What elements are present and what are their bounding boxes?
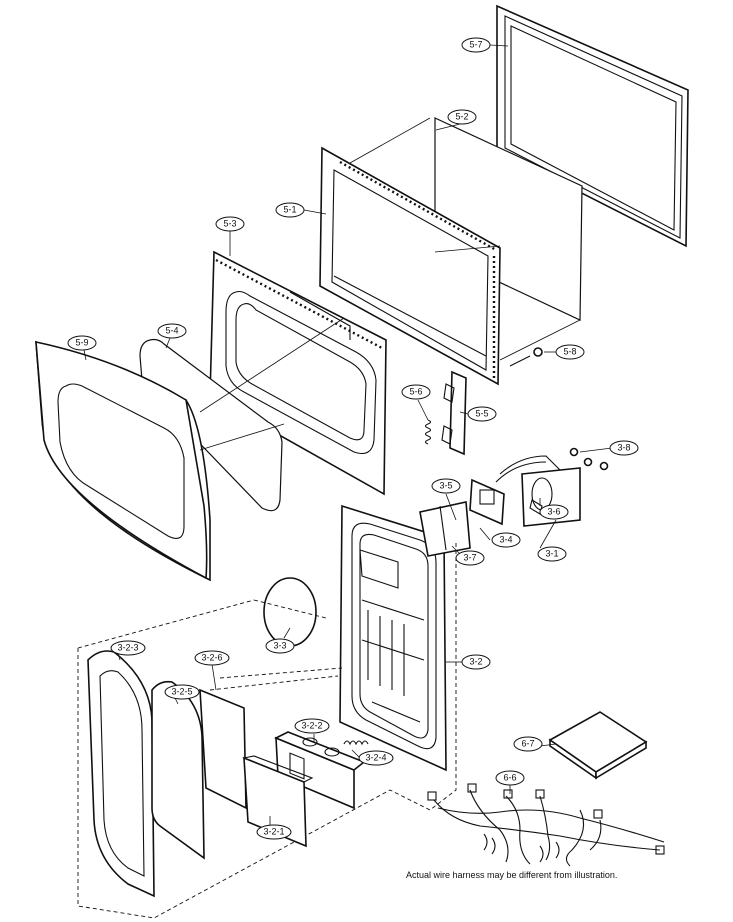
callout-tag-3-7: 3-7 <box>455 550 485 566</box>
svg-text:5-4: 5-4 <box>165 325 178 335</box>
part-3-2-1-button <box>242 755 314 848</box>
svg-text:5-6: 5-6 <box>409 386 422 396</box>
svg-text:5-5: 5-5 <box>475 408 488 418</box>
callout-tag-5-2: 5-2 <box>447 109 477 125</box>
svg-text:3-2-6: 3-2-6 <box>201 652 222 662</box>
svg-text:5-3: 5-3 <box>223 218 236 228</box>
callout-leaders <box>83 44 613 832</box>
callout-tag-3-2: 3-2 <box>461 654 491 670</box>
svg-text:6-6: 6-6 <box>503 772 516 782</box>
svg-text:3-6: 3-6 <box>547 506 560 516</box>
callout-tag-3-2-6: 3-2-6 <box>194 650 230 666</box>
callout-tag-5-6: 5-6 <box>401 384 431 400</box>
svg-text:5-9: 5-9 <box>75 337 88 347</box>
svg-text:3-8: 3-8 <box>617 442 630 452</box>
callout-tag-5-3: 5-3 <box>215 216 245 232</box>
part-5-3-door-panel <box>209 250 387 496</box>
svg-text:5-1: 5-1 <box>283 204 296 214</box>
svg-text:3-2-5: 3-2-5 <box>171 686 192 696</box>
svg-text:3-3: 3-3 <box>273 640 286 650</box>
svg-text:3-2-1: 3-2-1 <box>263 826 284 836</box>
svg-text:6-7: 6-7 <box>521 738 534 748</box>
part-3-8-screws <box>569 447 609 471</box>
callout-tag-3-2-5: 3-2-5 <box>164 684 200 700</box>
callout-tag-3-3: 3-3 <box>265 638 295 654</box>
svg-text:3-2: 3-2 <box>469 656 482 666</box>
callout-tag-3-2-2: 3-2-2 <box>294 718 330 734</box>
part-5-8-screw <box>509 347 543 367</box>
part-6-6-wire-harness <box>427 783 665 867</box>
callout-tag-5-4: 5-4 <box>157 323 187 339</box>
part-5-4-glass <box>139 338 283 512</box>
svg-text:3-5: 3-5 <box>439 480 452 490</box>
part-5-7-frame <box>496 4 689 248</box>
callout-tag-3-4: 3-4 <box>491 532 521 548</box>
svg-text:5-8: 5-8 <box>563 346 576 356</box>
svg-text:3-2-2: 3-2-2 <box>301 720 322 730</box>
part-3-4-switch <box>469 478 505 526</box>
callout-tag-3-6: 3-6 <box>539 504 569 520</box>
assembly-dashed-outline <box>77 542 457 919</box>
callout-tag-5-8: 5-8 <box>555 344 585 360</box>
wire-harness-note: Actual wire harness may be different fro… <box>406 870 617 880</box>
callout-tag-6-7: 6-7 <box>513 736 543 752</box>
svg-text:3-4: 3-4 <box>499 534 512 544</box>
part-3-1-motor <box>495 455 581 527</box>
part-5-6-spring <box>424 419 432 445</box>
svg-text:3-7: 3-7 <box>463 552 476 562</box>
callout-tag-5-7: 5-7 <box>461 37 491 53</box>
svg-text:5-2: 5-2 <box>455 111 468 121</box>
callout-tag-3-8: 3-8 <box>609 440 639 456</box>
callout-tag-6-6: 6-6 <box>495 770 525 786</box>
part-3-2-4-spring <box>343 740 369 746</box>
callout-tag-3-2-1: 3-2-1 <box>256 824 292 840</box>
callout-tag-5-1: 5-1 <box>275 202 305 218</box>
callout-tag-5-9: 5-9 <box>67 335 97 351</box>
callout-tag-5-5: 5-5 <box>467 406 497 422</box>
part-5-9-outer-door <box>35 340 211 582</box>
part-5-1-door-frame <box>319 146 501 386</box>
svg-text:5-7: 5-7 <box>469 39 482 49</box>
svg-text:3-1: 3-1 <box>545 548 558 558</box>
svg-text:3-2-3: 3-2-3 <box>117 642 138 652</box>
svg-text:3-2-4: 3-2-4 <box>365 752 386 762</box>
part-5-5-latch <box>441 370 467 456</box>
part-6-7-manual <box>548 711 648 780</box>
callout-tag-3-1: 3-1 <box>537 546 567 562</box>
part-3-2-3-escutcheon <box>87 650 155 898</box>
callout-tag-3-2-3: 3-2-3 <box>110 640 146 656</box>
callout-tag-3-5: 3-5 <box>431 478 461 494</box>
callout-tag-3-2-4: 3-2-4 <box>358 750 394 766</box>
part-3-3-knob <box>263 577 317 647</box>
part-3-2-6-membrane <box>199 688 247 810</box>
part-3-2-control-frame <box>339 504 447 772</box>
part-3-2-5-film <box>151 680 205 860</box>
part-3-7-bracket <box>419 501 471 557</box>
